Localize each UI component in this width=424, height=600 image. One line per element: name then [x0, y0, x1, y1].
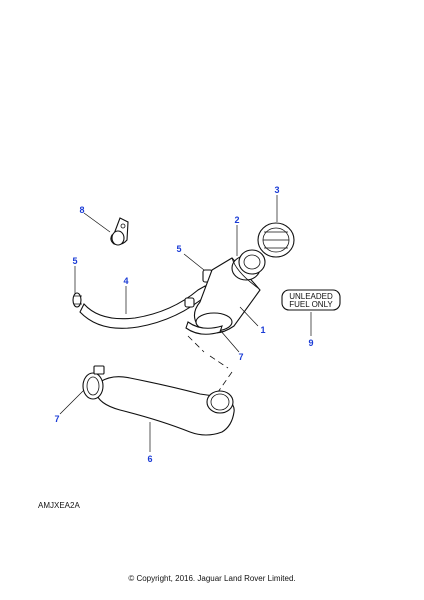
hose-clip-part-5b [184, 297, 195, 308]
hose-clamp-part-7a [82, 365, 105, 400]
label-line-2: FUEL ONLY [289, 300, 333, 309]
large-hose-part-6 [95, 376, 235, 436]
callout-3: 3 [274, 185, 279, 195]
assembly-line [187, 335, 233, 393]
callout-9: 9 [308, 338, 313, 348]
reference-code: AMJXEA2A [38, 501, 80, 510]
label-line-1: UNLEADED [289, 292, 333, 301]
callout-5a: 5 [72, 256, 77, 266]
callout-4: 4 [123, 276, 128, 286]
callout-5b: 5 [176, 244, 181, 254]
filler-cap-part-3 [257, 222, 295, 258]
callout-7b: 7 [238, 352, 243, 362]
copyright-notice: © Copyright, 2016. Jaguar Land Rover Lim… [128, 574, 296, 583]
p-clip-bracket-part-8 [110, 217, 129, 246]
seal-ring-part-2 [238, 249, 266, 275]
callout-2: 2 [234, 215, 239, 225]
callout-7a: 7 [54, 414, 59, 424]
fuel-label-part-9: UNLEADED FUEL ONLY [281, 289, 341, 311]
hose-clamp-part-7b [185, 321, 223, 335]
callout-6: 6 [147, 454, 152, 464]
callout-1: 1 [260, 325, 265, 335]
callout-8: 8 [79, 205, 84, 215]
